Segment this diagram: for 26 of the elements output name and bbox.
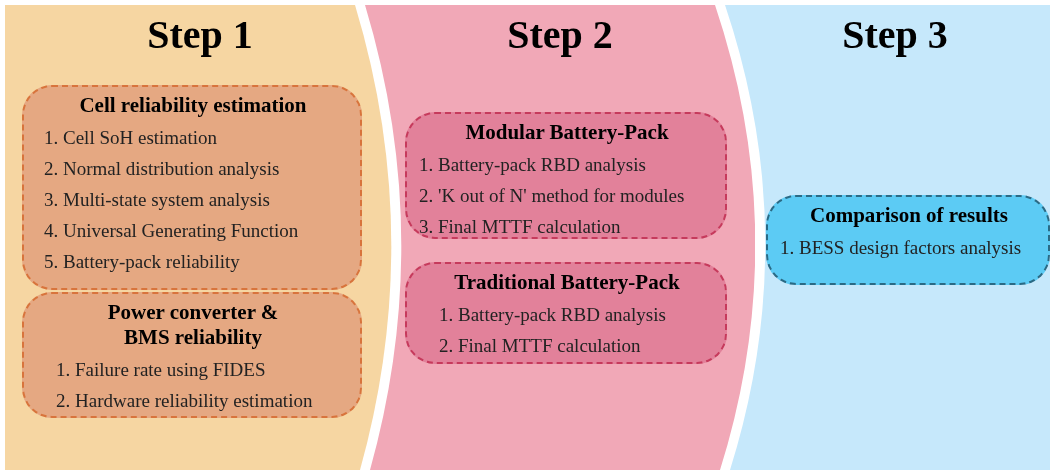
task-card [766,195,1050,285]
card-heading: Comparison of results [809,203,1009,228]
list-item: 4. Universal Generating Function [44,219,300,243]
list-item: 1. BESS design factors analysis [780,236,1023,260]
list-item: 3. Final MTTF calculation [419,215,622,239]
card-heading: Cell reliability estimation [78,93,308,118]
list-item: 1. Battery-pack RBD analysis [419,153,647,177]
task-card [405,112,727,239]
list-item: 3. Multi-state system analysis [44,188,271,212]
list-item: 2. Normal distribution analysis [44,157,281,181]
list-item: 5. Battery-pack reliability [44,250,241,274]
stage-heading: Step 3 [842,12,948,57]
card-heading: Modular Battery-Pack [464,120,670,145]
card-heading: Traditional Battery-Pack [453,270,681,295]
list-item: 2. Final MTTF calculation [439,334,642,358]
stage-heading: Step 2 [507,12,613,57]
task-card [22,85,362,290]
list-item: 2. Hardware reliability estimation [56,389,314,413]
card-heading: Power converter & BMS reliability [106,300,280,350]
list-item: 1. Cell SoH estimation [44,126,219,150]
list-item: 1. Battery-pack RBD analysis [439,303,667,327]
task-card [22,292,362,418]
stage-heading: Step 1 [147,12,253,57]
list-item: 1. Failure rate using FIDES [56,358,267,382]
list-item: 2. 'K out of N' method for modules [419,184,686,208]
task-card [405,262,727,364]
